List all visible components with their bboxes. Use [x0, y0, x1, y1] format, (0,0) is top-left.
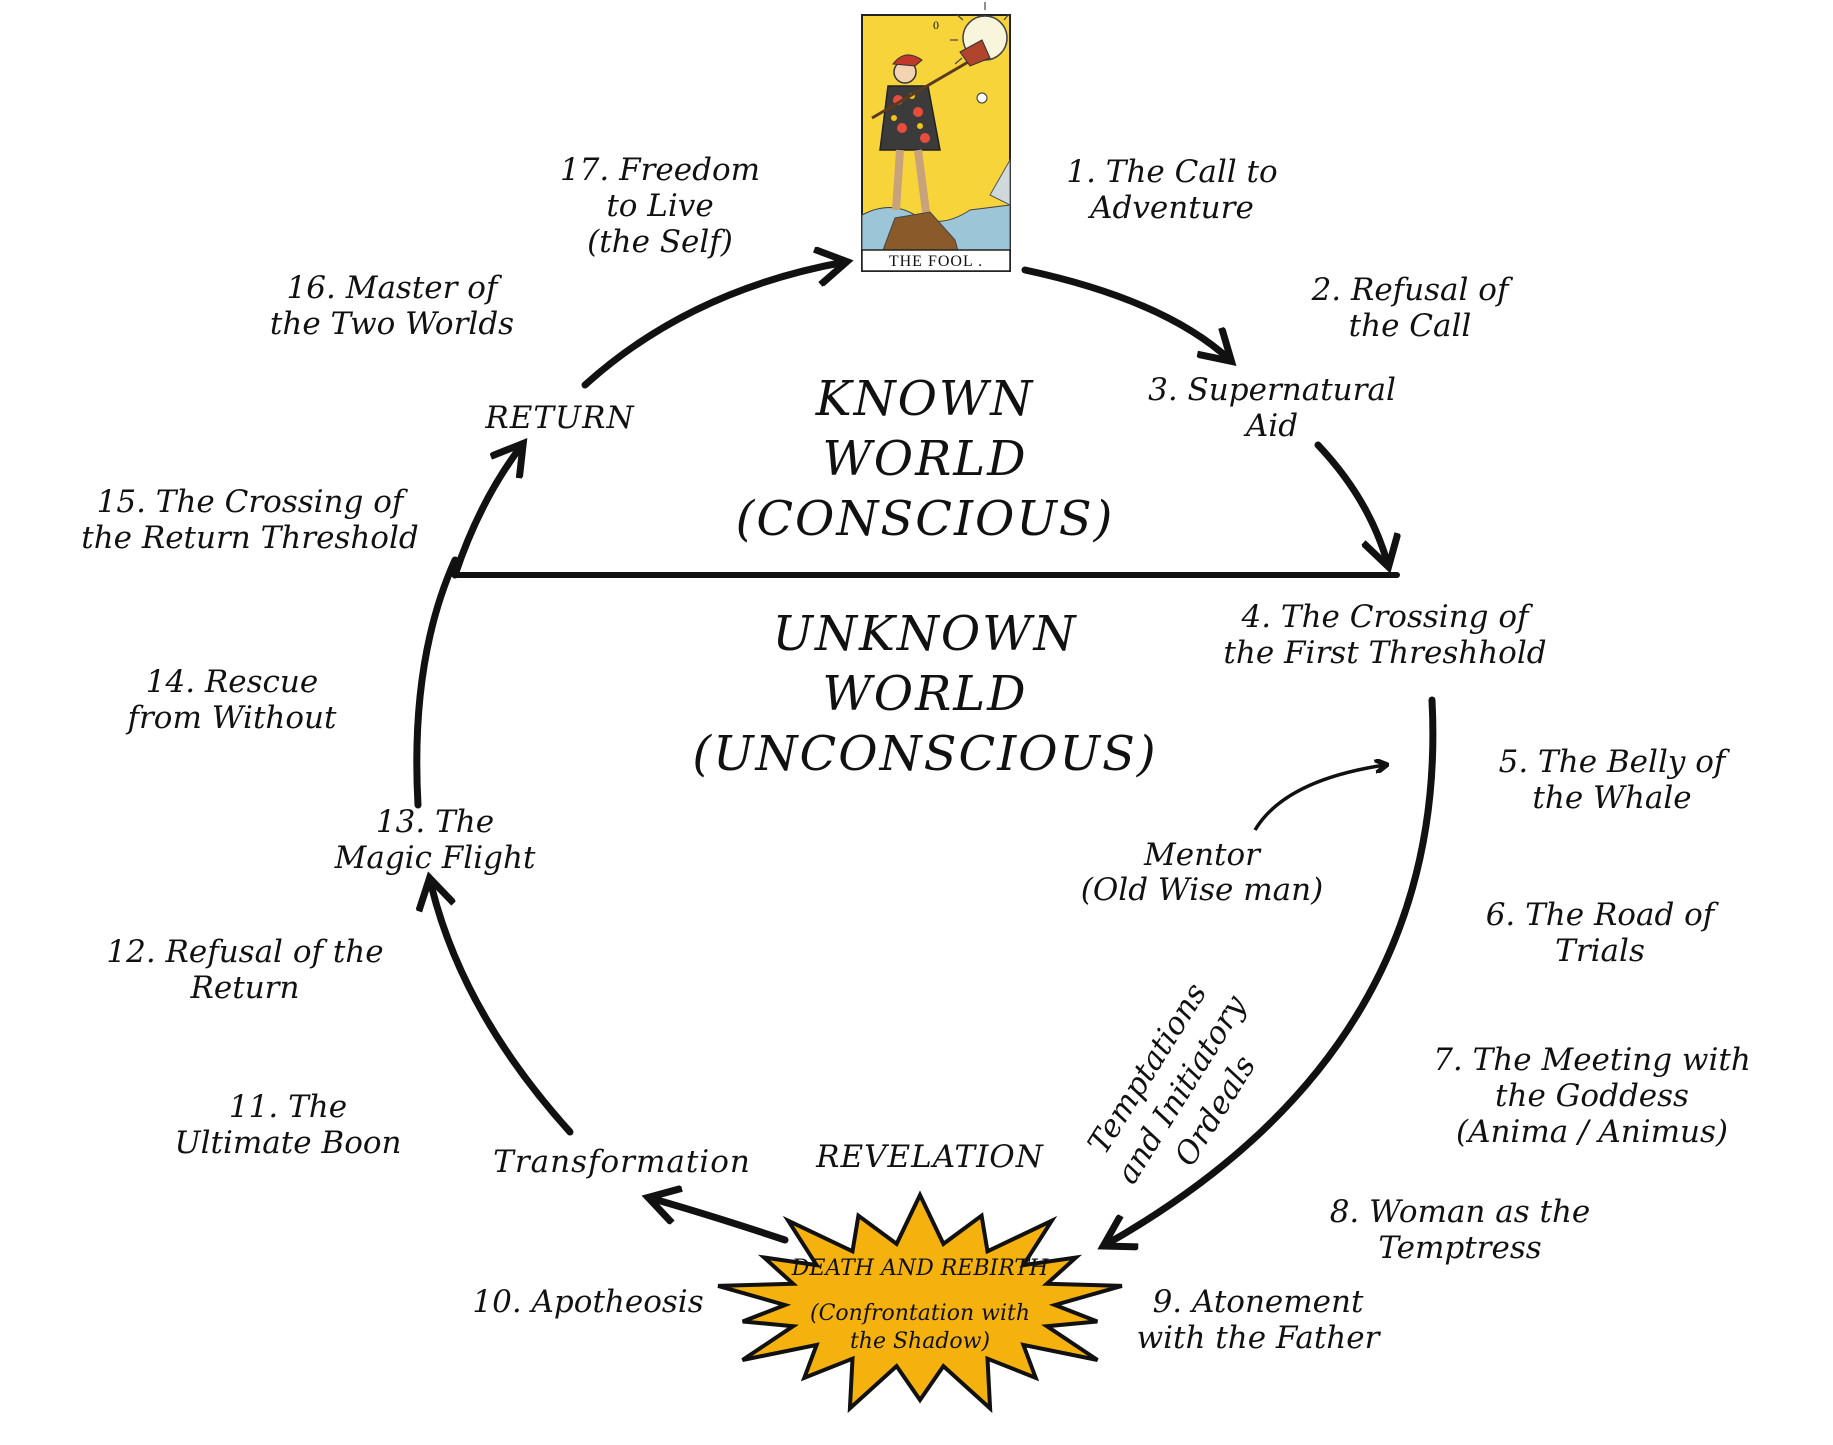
svg-text:the Return Threshold: the Return Threshold	[81, 520, 418, 556]
svg-text:4. The Crossing of: 4. The Crossing of	[1240, 599, 1534, 635]
arc-aid-to-threshold	[1314, 441, 1388, 565]
stage-label-15: 15. The Crossing of the Return Threshold	[81, 484, 418, 556]
svg-text:the Two Worlds: the Two Worlds	[270, 306, 514, 342]
svg-text:14. Rescue: 14. Rescue	[146, 664, 318, 700]
svg-text:the Call: the Call	[1349, 308, 1472, 344]
revelation-label: REVELATION	[815, 1139, 1045, 1175]
svg-text:2. Refusal of: 2. Refusal of	[1311, 272, 1514, 308]
arc-call-to-aid	[1021, 266, 1230, 360]
stage-label-8: 8. Woman as the Temptress	[1330, 1194, 1591, 1266]
transformation-label: Transformation	[493, 1144, 751, 1180]
svg-text:Ultimate Boon: Ultimate Boon	[174, 1125, 401, 1161]
svg-text:KNOWN: KNOWN	[815, 371, 1035, 427]
svg-text:7. The Meeting with: 7. The Meeting with	[1433, 1042, 1751, 1078]
svg-text:Adventure: Adventure	[1087, 190, 1254, 226]
stage-label-5: 5. The Belly of the Whale	[1499, 744, 1731, 816]
svg-text:WORLD: WORLD	[822, 431, 1027, 487]
svg-text:3. Supernatural: 3. Supernatural	[1148, 372, 1396, 408]
svg-text:with the Father: with the Father	[1137, 1320, 1382, 1356]
stage-label-14: 14. Rescue from Without	[126, 664, 337, 736]
svg-text:Trials: Trials	[1555, 933, 1645, 969]
svg-text:10. Apotheosis: 10. Apotheosis	[472, 1284, 703, 1320]
svg-text:13. The: 13. The	[376, 804, 494, 840]
ordeals-label: Temptations and Initiatory Ordeals	[1081, 977, 1263, 1190]
stage-label-12: 12. Refusal of the Return	[106, 934, 383, 1006]
svg-text:Return: Return	[190, 970, 300, 1006]
fool-tarot-card: 0 THE FOOL .	[861, 2, 1011, 272]
svg-text:to Live: to Live	[606, 188, 713, 224]
svg-text:12. Refusal of the: 12. Refusal of the	[106, 934, 383, 970]
stage-label-10: 10. Apotheosis	[472, 1284, 703, 1320]
stage-label-2: 2. Refusal of the Call	[1311, 272, 1514, 344]
stage-label-16: 16. Master of the Two Worlds	[270, 270, 514, 342]
unknown-world-label: UNKNOWN WORLD (UNCONSCIOUS)	[692, 606, 1157, 782]
burst-subtitle-line1: (Confrontation with	[810, 1301, 1030, 1326]
svg-text:Aid: Aid	[1243, 408, 1298, 444]
svg-text:(UNCONSCIOUS): (UNCONSCIOUS)	[692, 726, 1157, 782]
stage-label-7: 7. The Meeting with the Goddess (Anima /…	[1433, 1042, 1751, 1150]
stage-label-3: 3. Supernatural Aid	[1148, 372, 1396, 444]
arc-return-threshold	[451, 445, 522, 579]
svg-text:1. The Call to: 1. The Call to	[1066, 154, 1277, 190]
stage-label-6: 6. The Road of Trials	[1486, 897, 1720, 969]
svg-text:(CONSCIOUS): (CONSCIOUS)	[736, 491, 1115, 547]
stage-label-4: 4. The Crossing of the First Threshhold	[1223, 599, 1546, 671]
svg-text:Mentor: Mentor	[1143, 837, 1262, 873]
arc-rescue	[413, 556, 459, 809]
known-world-label: KNOWN WORLD (CONSCIOUS)	[736, 371, 1115, 547]
svg-text:(Anima / Animus): (Anima / Animus)	[1456, 1114, 1728, 1150]
svg-text:15. The Crossing of: 15. The Crossing of	[97, 484, 409, 520]
death-and-rebirth-burst: DEATH AND REBIRTH (Confrontation with th…	[717, 1190, 1123, 1414]
svg-text:from Without: from Without	[126, 700, 337, 736]
svg-text:UNKNOWN: UNKNOWN	[773, 606, 1078, 662]
svg-text:6. The Road of: 6. The Road of	[1486, 897, 1720, 933]
fool-figure	[871, 39, 991, 213]
svg-text:the First Threshhold: the First Threshhold	[1223, 635, 1546, 671]
return-label: RETURN	[484, 400, 635, 436]
arc-revelation-to-transformation	[650, 1198, 789, 1244]
svg-text:8. Woman as the: 8. Woman as the	[1330, 1194, 1591, 1230]
mentor-label: Mentor (Old Wise man)	[1081, 837, 1323, 908]
arc-descent	[1105, 696, 1437, 1245]
svg-text:the Whale: the Whale	[1532, 780, 1691, 816]
svg-text:Temptress: Temptress	[1378, 1230, 1541, 1266]
stage-label-13: 13. The Magic Flight	[334, 804, 536, 876]
mentor-arrow	[1253, 765, 1385, 831]
svg-text:17. Freedom: 17. Freedom	[560, 152, 760, 188]
stage-label-1: 1. The Call to Adventure	[1066, 154, 1277, 226]
arc-magic-flight	[430, 880, 574, 1136]
burst-shape	[717, 1190, 1123, 1414]
svg-text:5. The Belly of: 5. The Belly of	[1499, 744, 1731, 780]
card-numeral: 0	[933, 18, 939, 32]
svg-text:(Old Wise man): (Old Wise man)	[1081, 872, 1323, 908]
svg-text:(the Self): (the Self)	[587, 224, 733, 260]
svg-text:WORLD: WORLD	[822, 666, 1027, 722]
svg-text:the Goddess: the Goddess	[1495, 1078, 1689, 1114]
svg-text:9. Atonement: 9. Atonement	[1153, 1284, 1364, 1320]
svg-text:16. Master of: 16. Master of	[287, 270, 503, 306]
stage-label-17: 17. Freedom to Live (the Self)	[560, 152, 760, 260]
card-caption: THE FOOL .	[889, 253, 983, 270]
burst-subtitle-line2: the Shadow)	[850, 1329, 990, 1354]
stage-label-11: 11. The Ultimate Boon	[174, 1089, 401, 1161]
stage-label-9: 9. Atonement with the Father	[1137, 1284, 1382, 1356]
arc-return-to-freedom	[581, 262, 845, 389]
svg-text:Magic Flight: Magic Flight	[334, 840, 536, 876]
svg-text:11. The: 11. The	[229, 1089, 347, 1125]
burst-title: DEATH AND REBIRTH	[791, 1256, 1049, 1281]
